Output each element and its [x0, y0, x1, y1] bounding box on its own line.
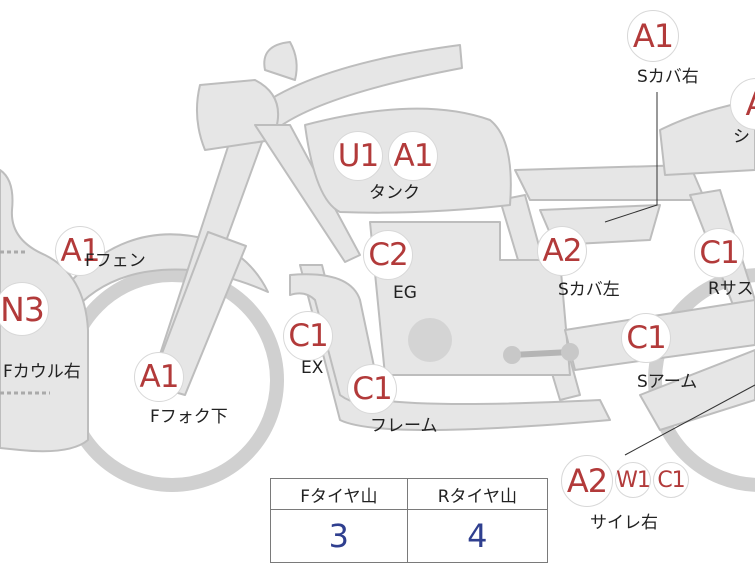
part-label-front-cowl-right: Fカウル右	[3, 362, 81, 382]
muffler-shape	[639, 349, 755, 431]
seat-shape	[659, 99, 755, 176]
rear-tire-tread-value: 4	[406, 509, 549, 563]
damage-code-tank-2: A1	[388, 131, 438, 181]
mirror-shape	[263, 41, 298, 81]
damage-code-engine-1: C2	[363, 230, 413, 280]
part-label-s-cover-left: Sカバ左	[558, 280, 620, 300]
part-label-frame: フレーム	[370, 416, 438, 436]
engine-cover	[408, 318, 452, 362]
part-label-swing-arm: Sアーム	[637, 372, 698, 392]
damage-code-tank-1: U1	[333, 131, 383, 181]
damage-code-muffler-right-1: A2	[561, 455, 613, 507]
damage-code-exhaust-1: C1	[283, 311, 333, 361]
damage-code-s-cover-right-1: A1	[627, 10, 679, 62]
part-label-front-fork-lower: Fフォク下	[150, 407, 228, 427]
damage-code-front-cowl-right-1: N3	[0, 282, 49, 336]
leader-s-cover-right	[604, 92, 658, 223]
front-tire-tread-header: Fタイヤ山	[270, 478, 408, 510]
damage-code-rear-suspension-1: C1	[694, 228, 744, 278]
part-label-front-fender: Fフェン	[85, 251, 146, 271]
frame-shape	[254, 124, 361, 263]
part-label-tank: タンク	[369, 183, 420, 203]
damage-code-muffler-right-2: W1	[615, 462, 651, 498]
damage-code-muffler-right-3: C1	[653, 462, 689, 498]
handlebar-shape	[251, 44, 463, 131]
part-label-muffler-right: サイレ右	[590, 513, 658, 533]
part-label-exhaust: EX	[301, 358, 324, 378]
part-label-s-cover-right: Sカバ右	[637, 67, 699, 87]
leader-muffler	[624, 384, 755, 456]
damage-code-front-fork-lower-1: A1	[134, 352, 184, 402]
damage-code-s-cover-left-1: A2	[537, 226, 587, 276]
tire-tread-table: Fタイヤ山 Rタイヤ山 3 4	[270, 478, 549, 563]
damage-code-swing-arm-1: C1	[621, 313, 671, 363]
footpeg	[509, 349, 573, 358]
damage-code-frame-1: C1	[347, 364, 397, 414]
part-label-seat: シ	[733, 127, 750, 147]
damage-code-front-fender-1: A1	[55, 226, 105, 276]
part-label-rear-suspension: Rサス	[708, 279, 754, 299]
front-tire-tread-value: 3	[270, 509, 408, 563]
part-label-engine: EG	[393, 283, 417, 303]
rear-wheel	[648, 268, 755, 492]
rear-tire-tread-header: Rタイヤ山	[406, 478, 549, 510]
